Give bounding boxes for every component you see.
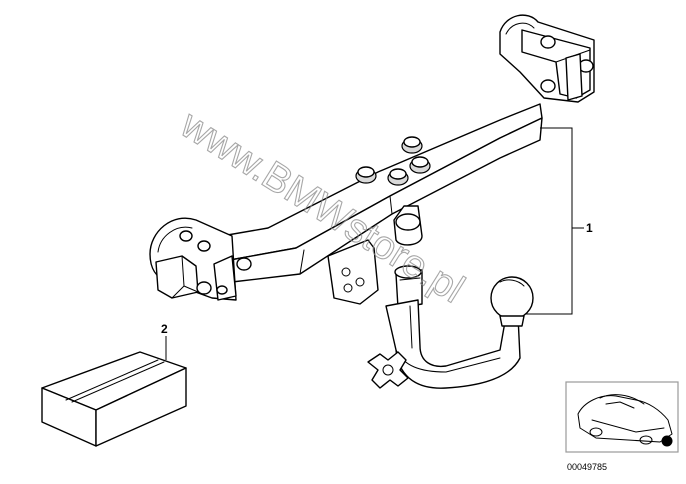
callout-1-label: 1 bbox=[586, 221, 593, 235]
callout-2-label: 2 bbox=[161, 322, 168, 336]
detachable-tow-ball-neck bbox=[367, 265, 534, 389]
hitch-location-marker bbox=[661, 435, 673, 447]
beam-bolt bbox=[401, 136, 423, 154]
vehicle-location-inset bbox=[565, 381, 679, 453]
beam-bolt bbox=[409, 156, 431, 174]
car-outline-icon bbox=[577, 394, 673, 445]
diagram-reference-number: 00049785 bbox=[567, 462, 607, 472]
callout-1-bracket bbox=[526, 127, 584, 315]
mounting-kit-box bbox=[41, 351, 187, 447]
beam-bolt bbox=[387, 168, 409, 186]
tow-bar-crossbeam bbox=[149, 14, 595, 305]
beam-bolt bbox=[355, 166, 377, 184]
